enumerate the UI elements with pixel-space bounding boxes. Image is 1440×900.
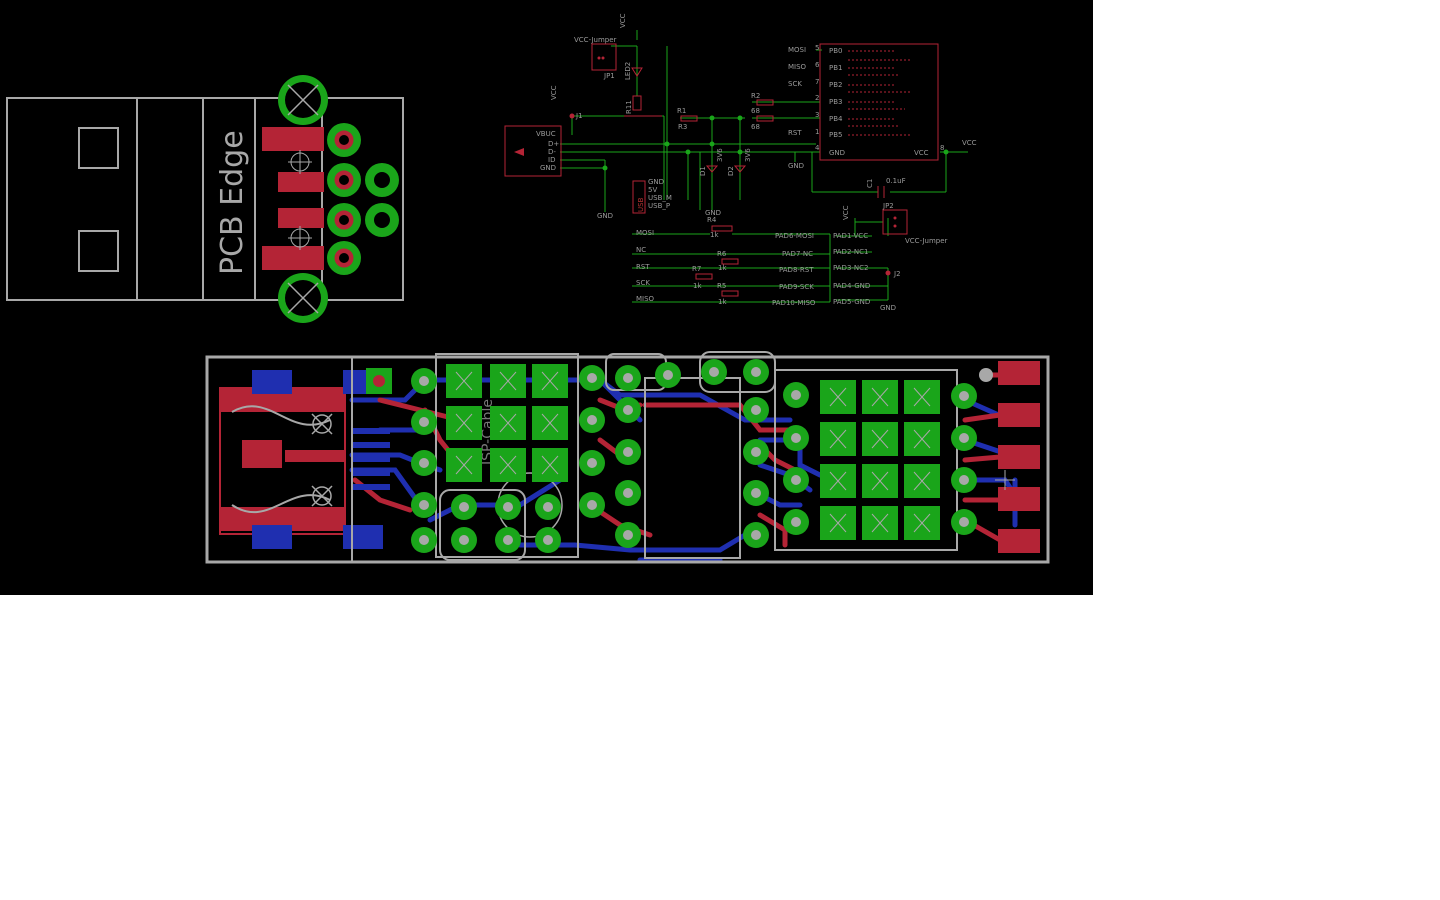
svg-text:3V6: 3V6 (716, 148, 724, 162)
svg-text:USB: USB (637, 197, 645, 212)
svg-text:VCC: VCC (914, 149, 929, 157)
svg-text:0.1uF: 0.1uF (886, 177, 906, 185)
svg-text:PAD2-NC1: PAD2-NC1 (833, 248, 869, 256)
svg-text:D-: D- (548, 148, 556, 156)
svg-text:68: 68 (751, 123, 760, 131)
svg-text:7: 7 (815, 78, 819, 86)
svg-text:GND: GND (788, 162, 804, 170)
svg-text:PB3: PB3 (829, 98, 842, 106)
svg-text:MISO: MISO (788, 63, 807, 71)
svg-text:SCK: SCK (636, 279, 650, 287)
svg-text:4: 4 (815, 144, 820, 152)
svg-text:NC: NC (636, 246, 646, 254)
svg-text:R5: R5 (717, 282, 726, 290)
svg-text:USB_M: USB_M (648, 194, 672, 202)
svg-text:1k: 1k (718, 298, 727, 306)
svg-text:3: 3 (815, 111, 819, 119)
svg-text:8: 8 (940, 144, 944, 152)
svg-text:6: 6 (815, 61, 820, 69)
svg-text:1k: 1k (693, 282, 702, 290)
svg-text:PB4: PB4 (829, 115, 843, 123)
svg-text:VCC: VCC (550, 85, 558, 100)
svg-text:USB_P: USB_P (648, 202, 670, 210)
svg-text:MISO: MISO (636, 295, 655, 303)
svg-text:3V6: 3V6 (744, 148, 752, 162)
svg-text:RST: RST (788, 129, 802, 137)
svg-text:VCC: VCC (962, 139, 977, 147)
eagle-design-view: PCB Edge (0, 0, 1093, 595)
svg-text:PAD1-VCC: PAD1-VCC (833, 232, 868, 240)
svg-text:VCC: VCC (619, 13, 627, 28)
svg-text:LED2: LED2 (624, 62, 632, 80)
design-canvas[interactable]: PCB Edge (0, 0, 1093, 595)
svg-text:C1: C1 (866, 179, 874, 188)
svg-text:1: 1 (815, 128, 819, 136)
svg-text:SCK: SCK (788, 80, 802, 88)
svg-text:D2: D2 (727, 166, 735, 176)
svg-text:PAD10-MISO: PAD10-MISO (772, 299, 816, 307)
svg-text:PB1: PB1 (829, 64, 842, 72)
pcb-edge-label: PCB Edge (215, 130, 250, 275)
svg-text:PAD4-GND: PAD4-GND (833, 282, 870, 290)
connector-edge-view: PCB Edge (6, 75, 404, 323)
svg-text:PAD6-MOSI: PAD6-MOSI (775, 232, 814, 240)
svg-text:1k: 1k (710, 231, 719, 239)
svg-text:R2: R2 (751, 92, 760, 100)
svg-text:J2: J2 (893, 270, 901, 278)
svg-text:D1: D1 (699, 166, 707, 176)
svg-text:GND: GND (829, 149, 845, 157)
svg-text:PAD3-NC2: PAD3-NC2 (833, 264, 869, 272)
svg-text:JP2: JP2 (882, 202, 894, 210)
svg-text:VCC: VCC (842, 205, 850, 220)
svg-text:R4: R4 (707, 216, 717, 224)
svg-text:PB5: PB5 (829, 131, 842, 139)
svg-text:PAD5-GND: PAD5-GND (833, 298, 870, 306)
svg-text:J1: J1 (575, 112, 583, 120)
schematic-view: VCC VCC VCC VCC GND GND GND GND VCC-Jump… (504, 13, 977, 312)
svg-text:GND: GND (880, 304, 896, 312)
svg-text:5: 5 (815, 44, 819, 52)
svg-text:VCC-Jumper: VCC-Jumper (574, 36, 617, 44)
svg-text:VBUC: VBUC (536, 130, 556, 138)
svg-text:PB2: PB2 (829, 81, 842, 89)
pcb-layout-view: ISP-Cable (205, 351, 1050, 564)
svg-text:D+: D+ (548, 140, 559, 148)
svg-text:ID: ID (548, 156, 555, 164)
svg-text:GND: GND (540, 164, 556, 172)
svg-text:PAD7-NC: PAD7-NC (782, 250, 813, 258)
svg-text:PAD9-SCK: PAD9-SCK (779, 283, 814, 291)
svg-text:R3: R3 (678, 123, 687, 131)
svg-text:MOSI: MOSI (636, 229, 654, 237)
svg-text:R6: R6 (717, 250, 727, 258)
svg-text:GND: GND (648, 178, 664, 186)
svg-text:2: 2 (815, 94, 819, 102)
svg-text:R7: R7 (692, 265, 701, 273)
svg-text:5V: 5V (648, 186, 657, 194)
svg-text:PAD8-RST: PAD8-RST (779, 266, 814, 274)
svg-text:68: 68 (751, 107, 760, 115)
svg-text:R1: R1 (677, 107, 686, 115)
svg-text:GND: GND (597, 212, 613, 220)
svg-text:GND: GND (705, 209, 721, 217)
svg-text:RST: RST (636, 263, 650, 271)
svg-text:JP1: JP1 (603, 72, 615, 80)
svg-text:PB0: PB0 (829, 47, 842, 55)
svg-text:R11: R11 (625, 100, 633, 114)
svg-text:MOSI: MOSI (788, 46, 806, 54)
svg-text:VCC-Jumper: VCC-Jumper (905, 237, 948, 245)
svg-text:1k: 1k (718, 264, 727, 272)
